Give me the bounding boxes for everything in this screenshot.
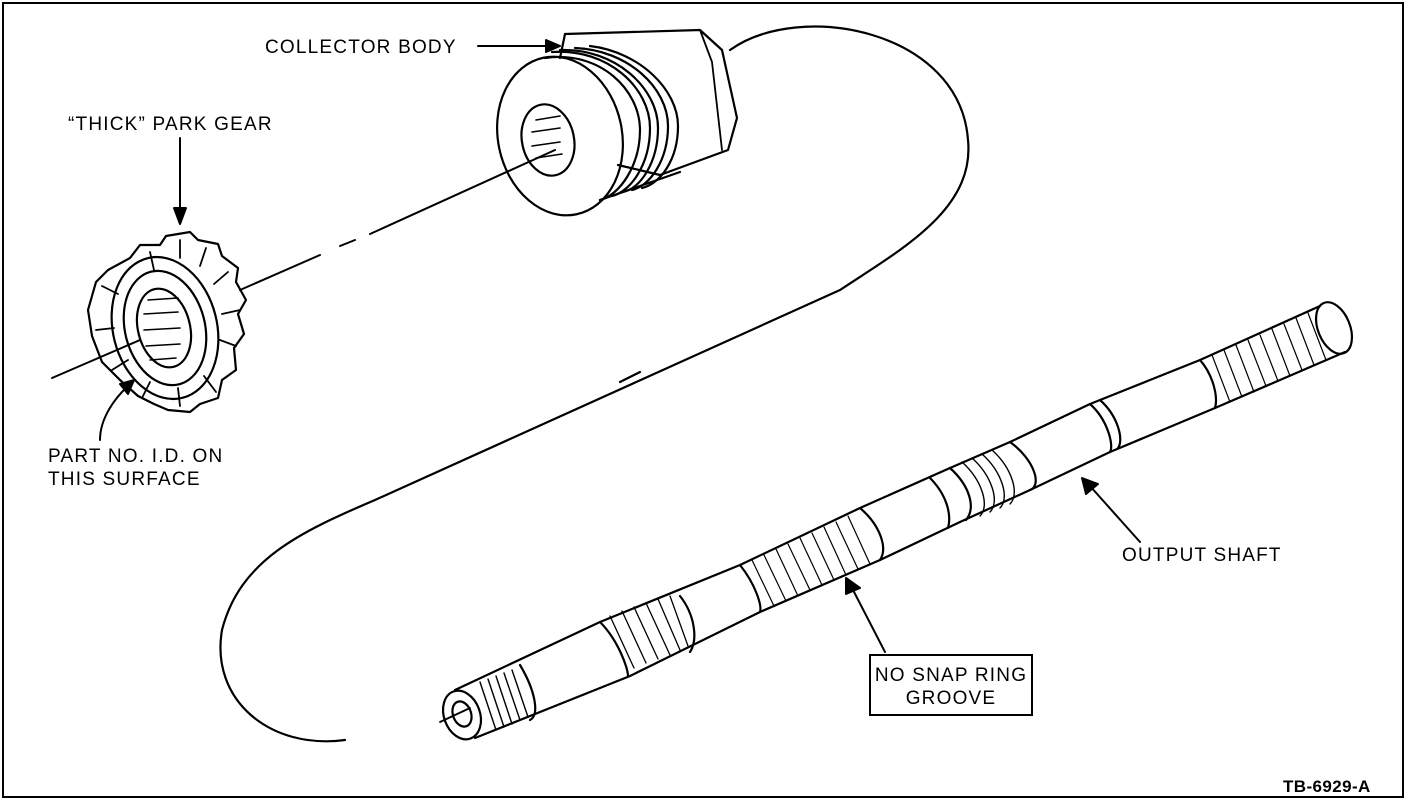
- loop-dash: [618, 370, 642, 384]
- output-shaft: [439, 301, 1354, 741]
- leader-output-shaft: [1081, 477, 1141, 543]
- thick-park-gear-label: “THICK” PARK GEAR: [68, 114, 273, 135]
- no-snap-ring-groove-callout: NO SNAP RING GROOVE: [869, 654, 1033, 716]
- output-shaft-label: OUTPUT SHAFT: [1122, 545, 1282, 566]
- assembly-loop-outline: [219, 25, 970, 743]
- leader-part-no: [99, 379, 135, 441]
- gear-centerline: [51, 149, 556, 379]
- no-snap-line2: GROOVE: [905, 688, 997, 709]
- part-no-line2: THIS SURFACE: [48, 469, 201, 490]
- part-no-line1: PART NO. I.D. ON: [48, 446, 224, 467]
- no-snap-line1: NO SNAP RING: [874, 665, 1028, 686]
- park-gear: [86, 230, 248, 414]
- leader-no-snap: [845, 577, 886, 653]
- leader-collector-body: [477, 39, 561, 53]
- collector-body: [496, 28, 739, 217]
- figure-id: TB-6929-A: [1283, 777, 1371, 796]
- leader-park-gear: [173, 137, 187, 225]
- collector-body-label: COLLECTOR BODY: [265, 37, 457, 58]
- part-no-id-label: PART NO. I.D. ON THIS SURFACE: [48, 445, 223, 491]
